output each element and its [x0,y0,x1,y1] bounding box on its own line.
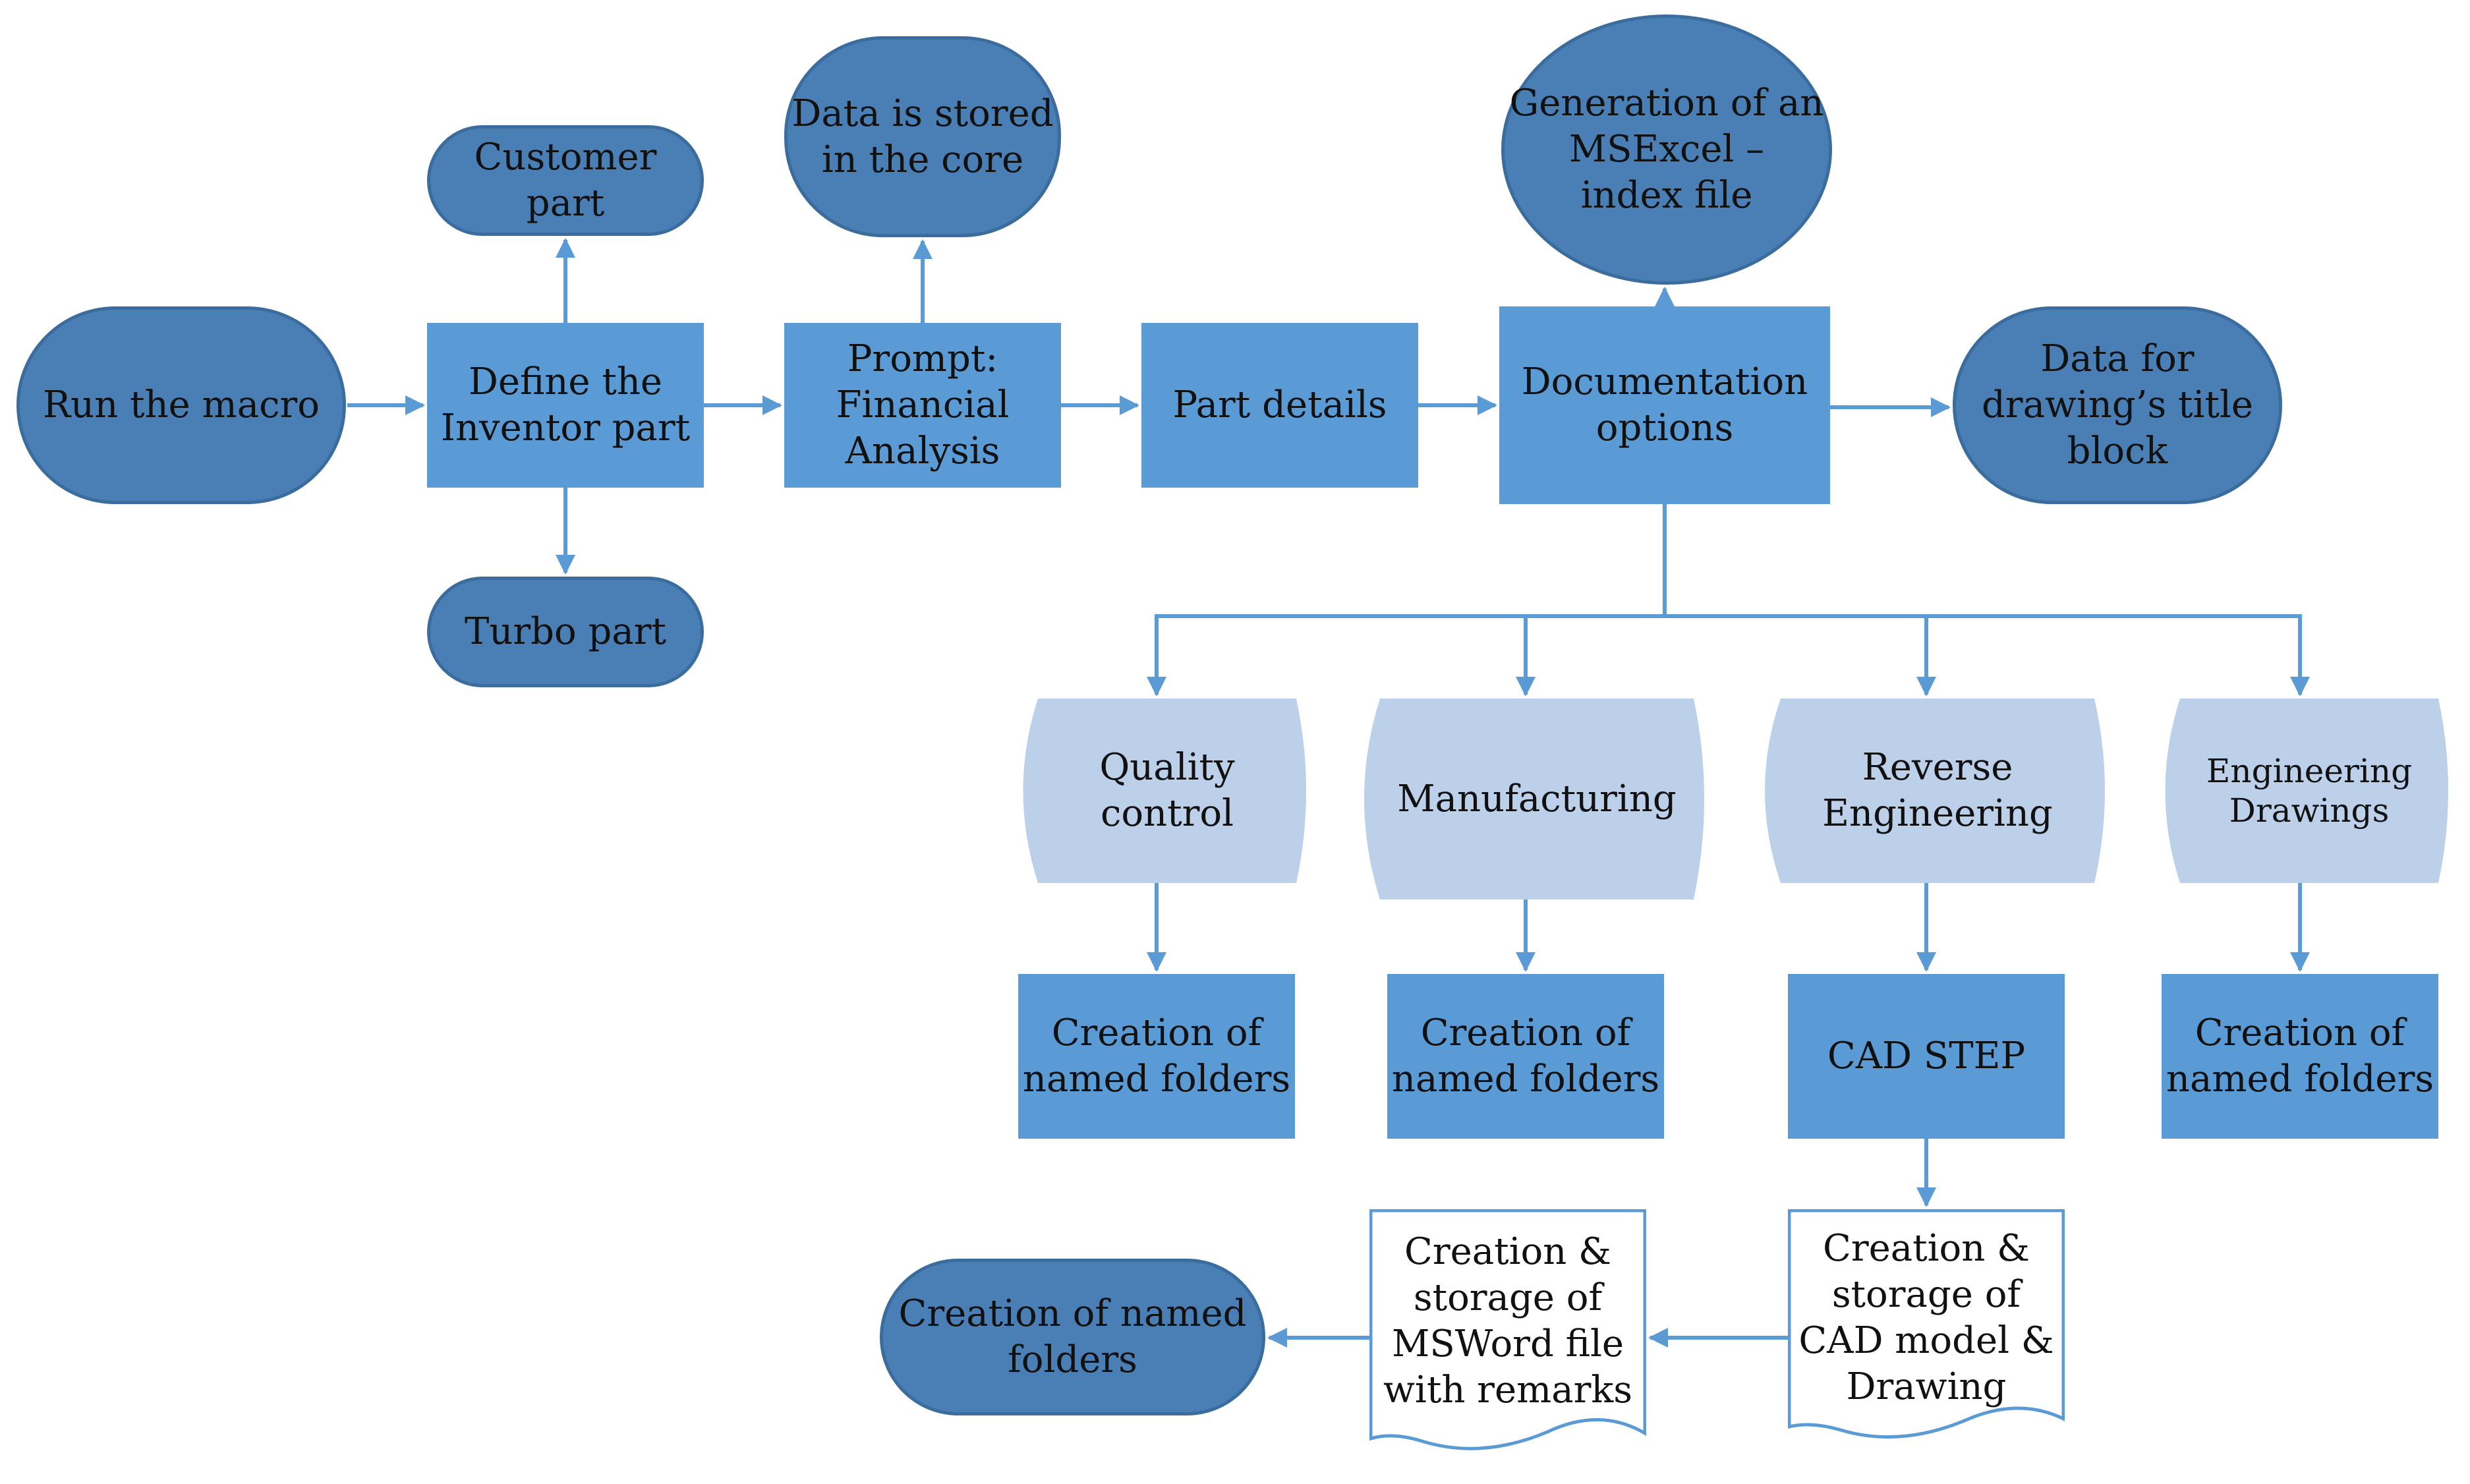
manufacturing-node: Manufacturing [1359,699,1715,899]
turbo-part-node: Turbo part [427,577,704,687]
define-part-node: Define the Inventor part [427,323,704,488]
storage-cad-node: Creation & storage of CAD model & Drawin… [1788,1209,2065,1446]
cad-step-label: CAD STEP [1827,1035,2026,1077]
engineering-drawings-label: Engineering Drawings [2206,752,2413,830]
edge-documentation-to-quality [1147,504,1667,697]
folders-drawings-label: Creation of named folders [2166,1012,2434,1100]
data-stored-label: Data is stored in the core [791,92,1054,181]
title-block-label: Data for drawing’s title block [1981,337,2254,472]
edge-documentation-to-reverse [1665,614,1936,697]
documentation-options-node: Documentation options [1499,306,1830,504]
reverse-engineering-label: Reverse Engineering [1822,746,2053,835]
define-part-label: Define the Inventor part [440,360,691,449]
display-shape-icon [1765,699,2105,883]
final-folders-label: Creation of named folders [898,1292,1247,1381]
final-folders-node: Creation of named folders [880,1259,1265,1415]
part-details-label: Part details [1172,384,1387,426]
folders-quality-label: Creation of named folders [1022,1012,1291,1100]
prompt-financial-label: Prompt: Financial Analysis [836,337,1010,472]
manufacturing-label: Manufacturing [1397,777,1677,820]
cad-step-node: CAD STEP [1788,974,2065,1139]
msexcel-index-node: Generation of an MSExcel – index file [1501,14,1832,285]
part-details-node: Part details [1141,323,1418,488]
edge-documentation-to-drawings [1926,614,2310,697]
title-block-node: Data for drawing’s title block [1953,306,2282,504]
msexcel-index-label: Generation of an MSExcel – index file [1509,82,1824,217]
storage-msword-label: Creation & storage of MSWord file with r… [1383,1230,1633,1412]
documentation-options-label: Documentation options [1521,360,1808,449]
customer-part-node: Customer part [427,125,704,236]
folders-manufacturing-node: Creation of named folders [1387,974,1664,1139]
display-shape-icon [1364,699,1704,899]
display-shape-icon [1023,699,1306,883]
run-macro-node: Run the macro [16,306,346,504]
folders-manufacturing-label: Creation of named folders [1391,1012,1660,1100]
reverse-engineering-node: Reverse Engineering [1760,699,2115,883]
storage-cad-label: Creation & storage of CAD model & Drawin… [1798,1227,2054,1408]
quality-control-label: Quality control [1099,746,1235,835]
engineering-drawings-node: Engineering Drawings [2160,699,2458,883]
data-stored-node: Data is stored in the core [784,36,1061,237]
run-macro-label: Run the macro [43,384,320,426]
folders-quality-node: Creation of named folders [1018,974,1295,1139]
storage-msword-node: Creation & storage of MSWord file with r… [1369,1209,1646,1460]
display-shape-icon [2165,699,2448,883]
quality-control-node: Quality control [1018,699,1316,883]
prompt-financial-node: Prompt: Financial Analysis [784,323,1061,488]
document-shape-icon [1369,1209,1646,1450]
folders-drawings-node: Creation of named folders [2162,974,2438,1139]
turbo-part-label: Turbo part [464,610,667,653]
document-shape-icon [1788,1209,2065,1439]
customer-part-label: Customer part [474,136,657,225]
